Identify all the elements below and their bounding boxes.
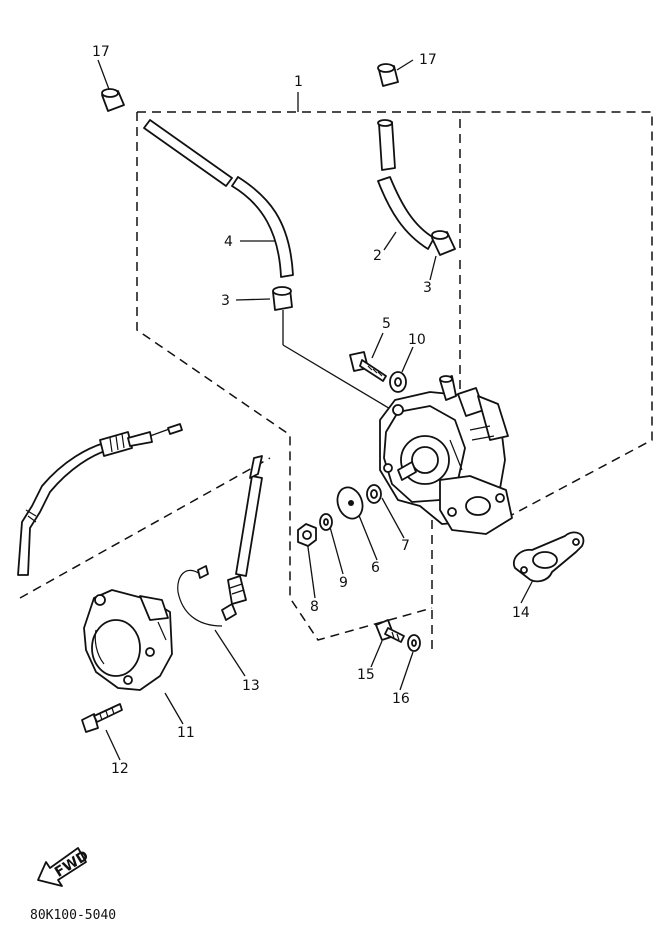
bolt-15 (375, 619, 405, 643)
control-cable (17, 423, 183, 576)
callout-16: 16 (392, 691, 410, 707)
callout-17-right: 17 (419, 52, 437, 68)
o-ring-7 (366, 484, 382, 504)
diagram-code: 80K100-5040 (30, 908, 116, 923)
hose-2 (377, 119, 435, 250)
callout-12: 12 (111, 761, 129, 777)
cable-13 (177, 455, 263, 627)
callout-3-left: 3 (221, 293, 230, 309)
callout-7: 7 (401, 538, 410, 554)
leader-lines (97, 59, 534, 761)
callout-5: 5 (382, 316, 391, 332)
callout-2: 2 (373, 248, 382, 264)
cap-17-right (377, 63, 399, 87)
callout-11: 11 (177, 725, 195, 741)
callout-4: 4 (224, 234, 233, 250)
callout-1: 1 (294, 74, 303, 90)
callout-9: 9 (339, 575, 348, 591)
callout-17-left: 17 (92, 44, 110, 60)
callout-3-right: 3 (423, 280, 432, 296)
washer-10 (389, 371, 407, 393)
clamp-3-left (272, 286, 293, 311)
callout-10: 10 (408, 332, 426, 348)
washer-16 (407, 634, 421, 652)
bolt-5 (349, 351, 387, 382)
callout-6: 6 (371, 560, 380, 576)
callout-8: 8 (310, 599, 319, 615)
pump-cover-11 (83, 589, 173, 691)
fwd-arrow-icon: FWD (37, 847, 92, 887)
callouts: 1 17 17 4 2 3 3 5 10 6 7 8 9 14 15 16 13… (92, 44, 530, 777)
hose-4 (143, 119, 294, 278)
cap-17-left (101, 88, 125, 112)
callout-14: 14 (512, 605, 530, 621)
oil-pump-body (379, 375, 513, 535)
washer-9 (319, 513, 333, 531)
assembly-boundary (19, 92, 653, 655)
callout-15: 15 (357, 667, 375, 683)
callout-13: 13 (242, 678, 260, 694)
nut-8 (297, 523, 317, 547)
clamp-3-right (431, 230, 456, 256)
gasket-14 (512, 531, 585, 583)
bolt-12 (81, 703, 123, 733)
washer-6 (336, 486, 364, 520)
